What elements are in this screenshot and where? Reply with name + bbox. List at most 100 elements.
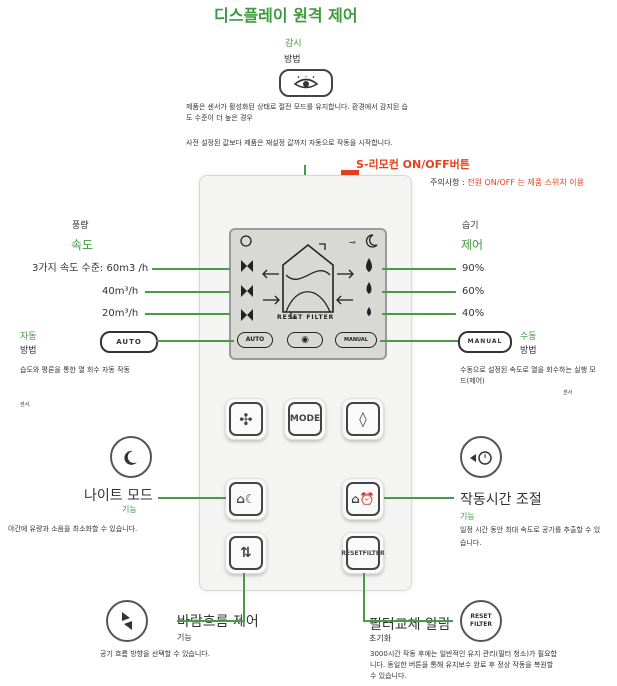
flow-button[interactable]: ⇅ (225, 532, 267, 574)
remote-marker (341, 170, 359, 176)
fan-speed-3: 20m³/h (102, 308, 139, 319)
auto-desc: 습도와 평론을 통한 열 회수 자동 작동 (20, 366, 130, 374)
auto-label-2: 방법 (20, 346, 37, 356)
fan-speed-2: 40m³/h (102, 286, 139, 297)
drop-icon-1 (366, 258, 372, 272)
house-clock-icon: ⌂⏰ (346, 482, 380, 516)
monitor-desc-1: 제품은 센서가 활성화된 상태로 절전 모드를 유지합니다. 환경에서 감지된 … (186, 103, 408, 111)
humidity-button[interactable]: ◊ (342, 398, 384, 440)
connector-fan-2 (145, 291, 230, 293)
fan-icon-3 (241, 309, 253, 321)
auto-pill: AUTO (100, 331, 158, 353)
lcd-display: ⊸ RESET FILTER AUTO ◉ MANUAL (229, 228, 387, 360)
connector-humidity-1 (382, 268, 456, 270)
fan-icon-1 (241, 260, 253, 272)
svg-text:⊸: ⊸ (349, 238, 356, 247)
remote-onoff-label: S-리모컨 ON/OFF버튼 (356, 158, 470, 171)
connector-flow-h (177, 620, 245, 622)
remote-note: 주의사항 : 전원 ON/OFF 는 제품 스위치 이용 (430, 178, 585, 187)
humidity-level-2: 60% (462, 286, 485, 297)
drop-icon: ◊ (346, 402, 380, 436)
night-desc: 야간에 유량과 소음을 최소화할 수 있습니다. (8, 525, 138, 533)
flow-circle-icon (106, 600, 148, 642)
lcd-eye-icon: ◉ (287, 332, 323, 348)
connector-filter-h (363, 620, 453, 622)
lcd-manual: MANUAL (335, 332, 377, 348)
filter-desc-2: 니다. 동일한 버튼을 통해 유지보수 완료 후 정상 작동을 복원할 (370, 661, 554, 669)
house-moon-icon: ⌂☾ (229, 482, 263, 516)
drop-icon-3 (367, 307, 371, 316)
manual-desc-3: 센서 (563, 390, 573, 396)
connector-fan-3 (145, 313, 230, 315)
mode-label: MODE (288, 402, 322, 436)
filter-title: 필터교체 알람 (369, 617, 451, 633)
timer-desc-1: 일정 시간 동안 최대 속도로 공기를 추출할 수 있 (460, 526, 601, 534)
humidity-level-1: 90% (462, 263, 485, 274)
eye-button-icon (279, 69, 333, 97)
drop-icon-2 (366, 282, 372, 294)
fan-icon: ✣ (229, 402, 263, 436)
manual-label-2: 방법 (520, 346, 537, 356)
filter-reset-1: RESET (470, 613, 492, 620)
connector-fan-1 (152, 268, 230, 270)
manual-desc-2: 드(제어) (460, 377, 485, 385)
manual-pill: MANUAL (458, 331, 512, 353)
flow-sub: 기능 (177, 633, 192, 642)
filter-desc-1: 3000시간 작동 후에는 일반적인 유지 관리(필터 청소)가 필요합 (370, 650, 557, 658)
auto-desc-2: 센서. (20, 402, 31, 408)
mode-button[interactable]: MODE (284, 398, 326, 440)
flow-desc: 공기 흐름 방향을 선택할 수 있습니다. (100, 650, 210, 658)
fan-label-1: 풍량 (72, 221, 89, 231)
fan-button[interactable]: ✣ (225, 398, 267, 440)
moon-circle-icon (110, 436, 152, 478)
filter-desc-3: 수 있습니다. (370, 672, 407, 680)
moon-icon (124, 450, 137, 465)
connector-flow-v (243, 573, 245, 621)
connector-humidity-2 (382, 291, 456, 293)
timer-desc-2: 습니다. (460, 539, 482, 547)
timer-sub: 기능 (460, 512, 475, 521)
auto-label-1: 자동 (20, 332, 37, 342)
lcd-reset-filter: RESET FILTER (277, 314, 335, 321)
night-sub: 기능 (122, 505, 137, 514)
alarm-clock-icon (470, 451, 492, 465)
connector-timer (384, 497, 454, 499)
humidity-label-1: 습기 (462, 221, 479, 231)
lcd-graphics: ⊸ (240, 234, 378, 321)
fan-label-2: 속도 (71, 238, 94, 252)
house-icon (282, 243, 334, 313)
fan-icon-2 (241, 285, 253, 297)
flow-arrows-icon (122, 612, 132, 630)
connector-auto (156, 340, 234, 342)
humidity-level-3: 40% (462, 308, 485, 319)
page-title: 디스플레이 원격 제어 (214, 6, 358, 25)
monitor-desc-2: 도 수준이 더 높은 경우 (186, 114, 253, 122)
timer-title: 작동시간 조절 (460, 492, 542, 508)
lcd-auto: AUTO (237, 332, 273, 348)
timer-button[interactable]: ⌂⏰ (342, 478, 384, 520)
night-mode-button[interactable]: ⌂☾ (225, 478, 267, 520)
connector-manual (380, 340, 458, 342)
clock-circle-icon (460, 436, 502, 478)
moon-icon (365, 234, 378, 248)
connector-filter-v (363, 573, 365, 621)
flow-title: 바람흐름 제어 (177, 614, 259, 630)
filter-reset-2: FILTER (470, 621, 492, 628)
monitor-label-1: 감시 (285, 39, 302, 49)
connector-humidity-3 (382, 313, 456, 315)
connector-night (158, 497, 226, 499)
monitor-label-2: 방법 (284, 55, 301, 65)
eye-icon (293, 76, 319, 89)
humidity-label-2: 제어 (461, 238, 484, 252)
fan-speed-1: 3가지 속도 수준: 60m3 /h (32, 263, 149, 274)
manual-label-1: 수동 (520, 332, 537, 342)
flow-arrows-icon: ⇅ (229, 536, 263, 570)
manual-desc-1: 수동으로 설정된 속도로 열을 회수하는 실행 모 (460, 366, 596, 374)
filter-sub: 초기화 (369, 634, 392, 643)
monitor-desc-3: 사전 설정된 값보다 제품은 재설정 값까지 자동으로 작동을 시작합니다. (186, 139, 393, 147)
night-title: 나이트 모드 (84, 488, 153, 504)
alarm-clock-icon (240, 235, 252, 247)
